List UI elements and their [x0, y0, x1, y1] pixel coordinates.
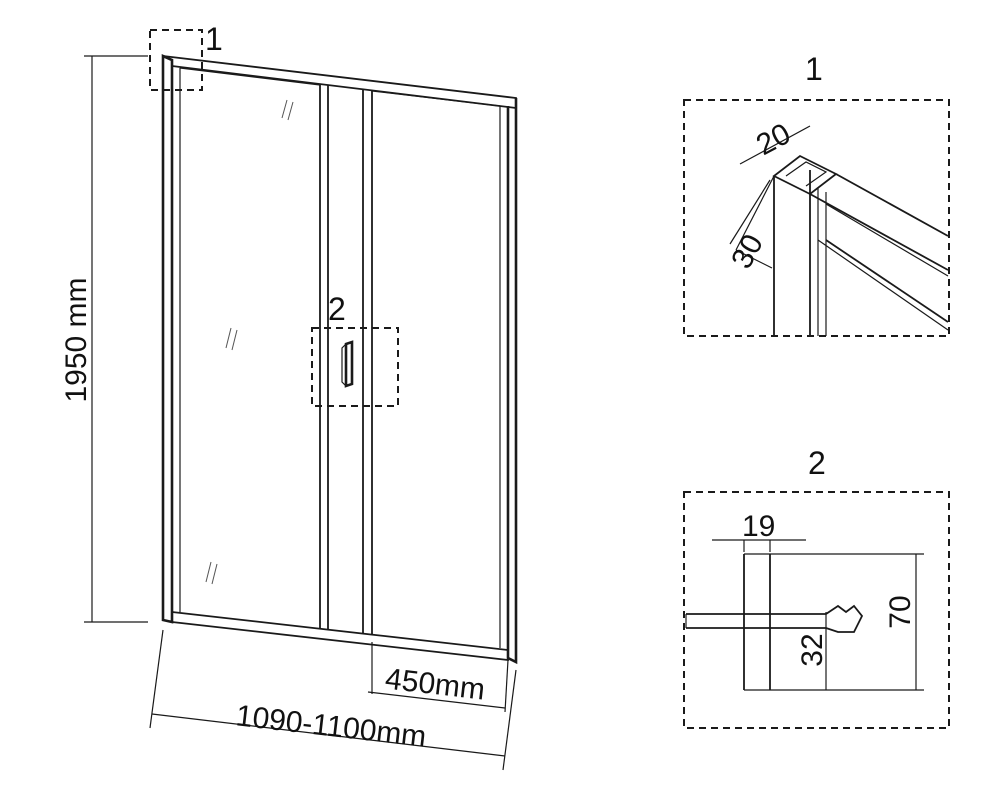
detail-2-offset-label: 32 [796, 633, 829, 666]
detail-1-profile [772, 154, 949, 336]
detail-2-width-label: 19 [742, 510, 775, 543]
callout-box-1 [149, 29, 203, 91]
width-dimension-label: 1090-1100mm [234, 699, 428, 753]
callout-label-2: 2 [328, 291, 346, 327]
height-dimension-label: 1950 mm [60, 277, 93, 402]
door-handle-icon [341, 340, 354, 388]
height-dimension [84, 55, 148, 623]
detail-1-depth-label: 30 [725, 229, 770, 274]
detail-2-height-label: 70 [884, 595, 917, 628]
detail-1-width-label: 20 [751, 117, 796, 162]
detail-1-dimensions [729, 125, 811, 269]
callout-label-1: 1 [205, 21, 223, 57]
width-dimension [149, 629, 517, 771]
glass-hatch-marks [205, 99, 294, 585]
door-width-dimension-label: 450mm [384, 663, 487, 707]
door-width-dimension [367, 642, 509, 713]
detail-2-dimensions [712, 539, 924, 691]
detail-2-box [683, 491, 950, 729]
callout-box-2 [311, 327, 399, 407]
detail-1-title: 1 [805, 51, 823, 87]
detail-2-profile [685, 553, 864, 691]
detail-2-title: 2 [808, 445, 826, 481]
door-frame [161, 53, 518, 665]
detail-1-box [683, 99, 950, 337]
